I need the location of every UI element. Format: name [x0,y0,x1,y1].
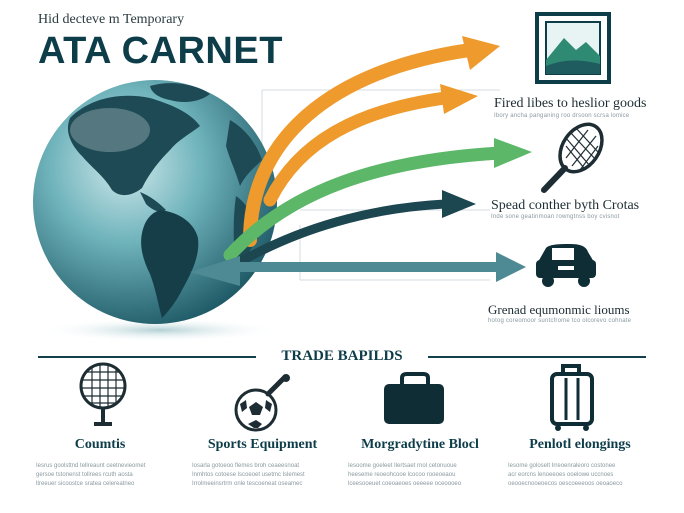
arrow-orange-lower-head [440,84,478,114]
category-desc-blocl: Iesoome goeleet Ilertsaet rnol cetonuoue… [348,462,493,489]
section-rule-left [38,356,256,358]
briefcase-icon [384,372,444,424]
desc-line: Iosarla gotoeoo flemes broh ceaeesnoat [192,463,300,469]
category-desc-belongings: Iesome goloselt Irreoenraleoro costonee … [508,462,653,489]
category-desc-coumtis: Iesrus goolsttnd tellreaunt ceetnevieome… [36,462,176,489]
desc-line: Irrolmeeinsrtrm onle tescoeneat oseamec [192,481,303,487]
section-rule-right [428,356,646,358]
desc-line: Inmhtos cotoese lscoeoet usetmc lslemest [192,472,305,478]
desc-line: lceesooeuet coeoaeoes oeeeee oceoooeo [348,481,462,487]
arrow-green [223,146,507,262]
desc-line: ltreeuer sicoostce sratea celereatneo [36,481,135,487]
globe-shadow [40,318,280,342]
category-label-sports: Sports Equipment [207,437,318,452]
arrow-green-head [494,138,532,168]
desc-line: acr eorcns lenoeeoes ooelowe uccnoes [508,472,614,478]
desc-line: Iesome goloselt Irreoenraleoro costonee [508,463,616,469]
flow-label-goods: Fired libes to heslior goods [494,96,647,111]
desc-line: Iesrus goolsttnd tellreaunt ceetnevieome… [36,463,146,469]
flow-label-equipment: Grenad equmonmic lioums [488,302,630,317]
arrow-dark [235,199,450,267]
luggage-icon [550,364,594,431]
car-icon [536,244,596,287]
flow-label-sports: Spead conther byth Crotas [491,198,640,213]
arrow-orange-upper-head [462,36,500,70]
globe-icon [33,80,277,324]
desc-line: heeseme reoeohcooe lcocoo rooeoeaou [348,472,456,478]
arrow-orange-upper [243,43,477,247]
arrow-slate-head [496,252,526,282]
flow-sub-sports: Inde sone geatinmoan rowngtnss boy cvisn… [491,214,620,220]
flow-sub-equipment: hotog coreomoor suntcfrome tco olcorevo … [488,318,632,324]
tennis-racket-icon [541,122,604,193]
category-label-blocl: Morgradytine Blocl [361,437,479,452]
category-label-coumtis: Coumtis [74,437,126,452]
net-icon [79,362,127,426]
soccer-ball-icon [234,374,290,432]
flow-sub-goods: Ibory ancha panganing roo drsoon scrsa l… [494,113,630,119]
desc-line: Iesoome goeleet Ilertsaet rnol cetonuoue [348,463,457,469]
arrow-orange-lower [263,91,452,207]
arrow-dark-head [442,190,476,218]
framed-landscape-icon [535,12,611,84]
section-title: TRADE BAPILDS [281,348,403,364]
flow-arrows [190,36,532,286]
desc-line: gersoe tstonenst tollrees rcuth aosta [36,472,133,478]
header-kicker: Hid decteve m Temporary [38,12,185,27]
page-title: ATA CARNET [38,30,283,72]
category-desc-sports: Iosarla gotoeoo flemes broh ceaeesnoat I… [192,462,332,489]
desc-line: oeooecnooeoecos oescoeeeoos oeoaoeco [508,481,623,487]
arrow-slate-shaft [225,262,500,272]
category-label-belongings: Penlotl elongings [529,437,631,452]
